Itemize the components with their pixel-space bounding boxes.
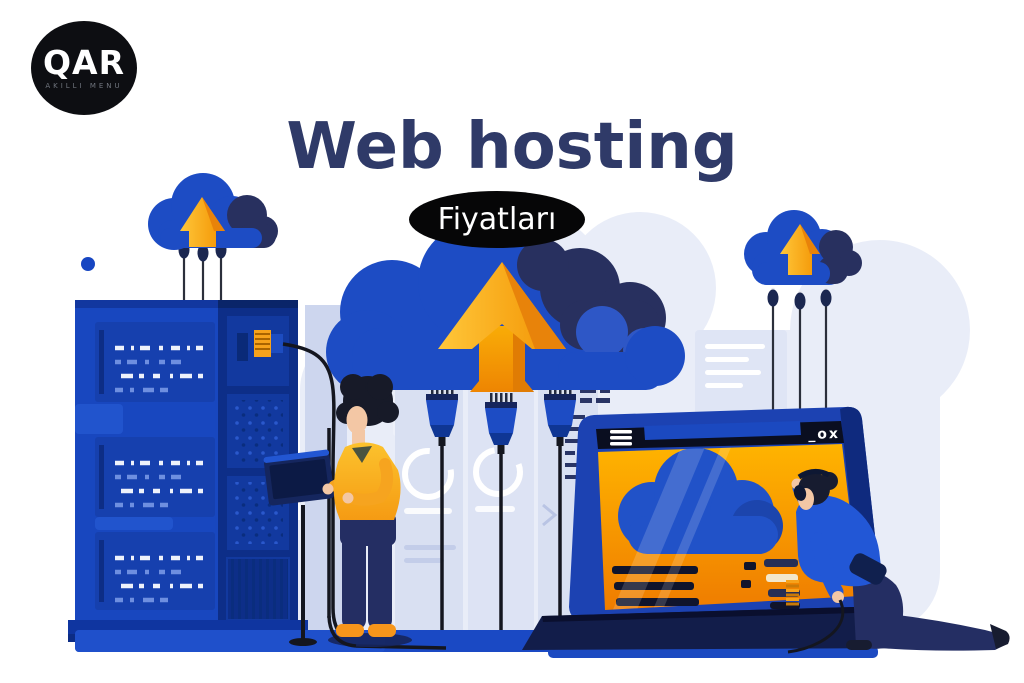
headphones-icon: [797, 469, 831, 480]
legs: [340, 512, 396, 630]
cloud-upload-icon-right: [744, 210, 862, 416]
logo-subtext: AKILLI MENU: [45, 82, 123, 90]
cable: [787, 599, 845, 654]
arrow-up-icon: [438, 262, 566, 392]
window-controls: _ox: [808, 426, 840, 443]
shoe: [990, 624, 1010, 649]
logo-text: QAR: [42, 43, 125, 82]
cloud-cables-center: [426, 385, 576, 650]
arrow-up-icon: [780, 224, 820, 275]
badge-text: Fiyatları: [437, 202, 557, 237]
server-panel: [95, 322, 215, 402]
page-title: Web hosting: [286, 110, 738, 184]
head: [336, 374, 399, 434]
kneeling-person: [787, 469, 1010, 654]
shoe: [336, 624, 364, 637]
cloud-icon: [618, 448, 783, 554]
address-bar: [644, 421, 801, 440]
glass-reflection: [612, 444, 734, 610]
server-panel: [95, 437, 215, 517]
arrow-up-icon: [180, 197, 225, 247]
server-panel: [95, 532, 215, 610]
accent-dot: [81, 257, 95, 271]
shoe: [368, 624, 396, 637]
cloud-upload-icon-center: [326, 222, 685, 394]
fiyatlari-badge: Fiyatları: [409, 191, 585, 248]
screen-text-lines: [612, 562, 756, 606]
standing-person: [263, 374, 412, 648]
menu-icon: [610, 430, 632, 446]
cloud-upload-icon-left: [148, 173, 278, 305]
coil-connector: [786, 580, 799, 606]
qar-logo: QAR AKILLI MENU: [31, 21, 137, 115]
laptop-on-stand: [263, 449, 335, 506]
connector-orange: [254, 330, 283, 357]
head: [793, 469, 838, 510]
